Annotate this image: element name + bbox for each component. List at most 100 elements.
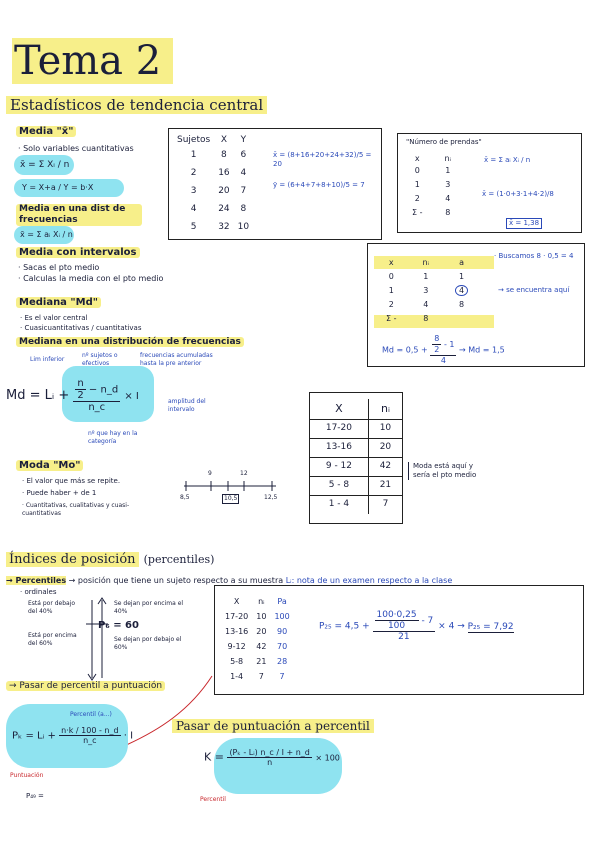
table-header: nᵢ xyxy=(444,154,451,163)
pasar1-formula-highlight xyxy=(6,704,128,768)
mean-x-calc: x̄ = (8+16+20+24+32)/5 = 20 xyxy=(273,151,372,168)
moda-heading: Moda "Mo" xyxy=(16,460,84,471)
percentil-right-top: Se dejan por encima el 40% xyxy=(114,600,184,615)
table-header: nᵢ xyxy=(258,596,265,606)
pasar-percentil-heading: → Pasar de percentil a puntuación xyxy=(6,681,166,691)
media-interval-note-1: · Sacas el pto medio xyxy=(18,263,100,272)
moda-location-note: Moda está aquí y sería el pto medio xyxy=(408,462,483,480)
md-encuentra: → se encuentra aquí xyxy=(498,286,570,294)
table-header: Y xyxy=(240,135,247,145)
p49-label: P₄₉ = xyxy=(26,792,44,800)
table-row: Σ -8 xyxy=(412,208,451,217)
media-linear-highlight xyxy=(14,179,124,197)
table-header: nᵢ xyxy=(368,399,402,420)
md-buscamos: · Buscamos 8 · 0,5 = 4 xyxy=(494,252,574,260)
media-dist-heading: Media en una dist de frecuencias xyxy=(16,204,142,226)
posicion-heading: Índices de posición (percentiles) xyxy=(6,548,214,567)
prendas-title: "Número de prendas" xyxy=(406,138,482,146)
media-formula-highlight xyxy=(14,155,74,175)
page-title: Tema 2 xyxy=(12,38,174,84)
prendas-formula: x̄ = Σ aᵢ Xᵢ / n xyxy=(484,156,531,164)
table-header: nᵢ xyxy=(422,258,429,267)
percentil-left-bottom: Está por encima del 60% xyxy=(28,632,77,647)
table-header: x xyxy=(414,154,420,163)
mean-y-calc: ȳ = (6+4+7+8+10)/5 = 7 xyxy=(273,181,365,189)
table-header: X xyxy=(220,135,227,145)
media-linear-formula: Y = X+a / Y = b·X xyxy=(22,183,94,192)
media-note: · Solo variables cuantitativas xyxy=(18,144,134,153)
media-formula: x̄ = Σ Xᵢ / n xyxy=(20,160,70,170)
connector-line xyxy=(123,675,213,747)
moda-note-2: · Puede haber + de 1 xyxy=(22,489,97,497)
pasar1-ann-puntuacion: Puntuación xyxy=(10,772,44,779)
moda-number-line xyxy=(184,481,276,491)
table-header: X xyxy=(233,596,240,606)
pasar2-formula: K = (Pₖ - Lᵢ) n_c / I + n_d n × 100 xyxy=(204,748,340,767)
md-header-highlight xyxy=(374,256,494,269)
axis-label: 10,5 xyxy=(222,494,240,504)
md-sigma-highlight xyxy=(374,315,494,328)
media-dist-highlight xyxy=(14,226,74,244)
media-heading: Media "x̄" xyxy=(16,126,77,137)
table-header: Pa xyxy=(277,596,287,606)
table-header: Sujetos xyxy=(177,135,211,145)
media-dist-formula: x̄ = Σ aᵢ Xᵢ / n xyxy=(20,230,73,239)
mediana-ann-amp: amplitud del intervalo xyxy=(168,398,206,413)
p60-label: P₆ = 60 xyxy=(98,620,139,631)
axis-label: 8,5 xyxy=(180,494,190,501)
moda-note-3: · Cuantitativas, cualitativas y cuasi-cu… xyxy=(22,502,130,517)
pasar1-formula: Pₖ = Lᵢ + n·k / 100 - n_d n_c · I xyxy=(12,726,134,745)
axis-label: 9 xyxy=(208,470,212,477)
ordinales-note: · ordinales xyxy=(20,588,57,596)
mediana-note-1: · Es el valor central xyxy=(20,314,88,322)
percentil-arrows xyxy=(86,597,108,681)
media-interval-heading: Media con intervalos xyxy=(16,247,140,258)
prendas-calc: x̄ = (1·0+3·1+4·2)/8 xyxy=(482,190,554,198)
axis-label: 12 xyxy=(240,470,248,477)
percentil-left-top: Está por debajo del 40% xyxy=(28,600,76,615)
percentil-line: → Percentiles → posición que tiene un su… xyxy=(6,576,453,585)
mediana-ann-suj: nº sujetos o efectivos xyxy=(82,352,118,367)
mediana-dist-heading: Mediana en una distribución de frecuenci… xyxy=(16,337,244,347)
table-header: x xyxy=(388,258,394,267)
table-header: X xyxy=(310,399,369,420)
table-header: a xyxy=(459,258,464,267)
axis-label: 12,5 xyxy=(264,494,278,501)
page-subtitle: Estadísticos de tendencia central xyxy=(6,96,268,114)
prendas-result: x̄ = 1,38 xyxy=(506,218,543,229)
pasar-puntuacion-heading: Pasar de puntuación a percentil xyxy=(172,719,374,733)
